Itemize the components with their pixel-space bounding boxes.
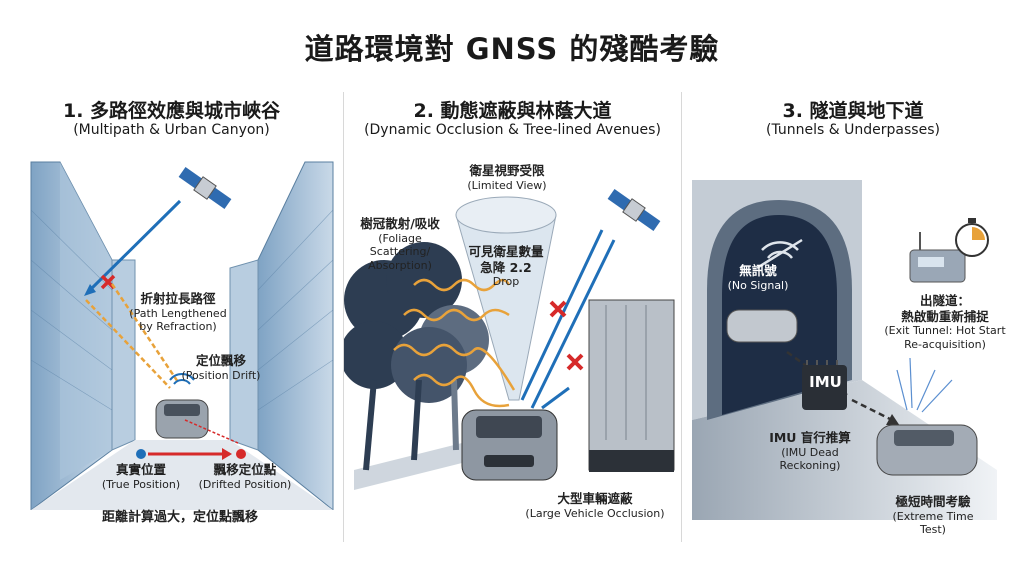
label-zh: 樹冠散射/吸收 <box>360 216 440 231</box>
label-zh: 折射拉長路徑 <box>140 291 216 306</box>
tree-avenue-illustration <box>344 189 675 490</box>
label-zh: 極短時間考驗 <box>895 494 971 509</box>
label-en: (Large Vehicle Occlusion) <box>525 506 665 520</box>
label-zh: 無訊號 <box>739 263 777 278</box>
panel-heading: 3. 隧道與地下道 <box>782 100 924 122</box>
imu-chip-icon <box>802 360 847 410</box>
label-en: (Path Lengthened <box>129 306 227 320</box>
label-en: (IMU Dead Reckoning) <box>779 445 841 473</box>
label-zh: 衛星視野受限 <box>469 163 545 178</box>
label-zh: 出隧道： <box>919 293 970 308</box>
urban-canyon-illustration <box>30 161 334 510</box>
label-extreme-time-test: 極短時間考驗(Extreme Time Test) <box>878 494 988 537</box>
label-drifted-position: 飄移定位點(Drifted Position) <box>195 462 295 491</box>
satellite-icon <box>178 167 232 209</box>
panel-caption: 距離計算過大，定位點飄移 <box>101 510 258 525</box>
label-large-vehicle: 大型車輛遮蔽(Large Vehicle Occlusion) <box>520 491 670 520</box>
car-icon <box>155 399 209 439</box>
car-icon <box>876 424 978 476</box>
label-limited-view: 衛星視野受限(Limited View) <box>452 163 562 192</box>
panel-subheading: (Tunnels & Underpasses) <box>766 122 940 138</box>
label-zh: IMU 盲行推算 <box>769 430 851 445</box>
panel-heading: 1. 多路徑效應與城市峽谷 <box>62 100 281 122</box>
label-true-position: 真實位置(True Position) <box>96 462 186 491</box>
label-imu-dead-reckoning: IMU 盲行推算(IMU Dead Reckoning) <box>750 430 870 473</box>
truck-icon <box>588 299 675 472</box>
view-cone <box>455 214 557 401</box>
label-en: (Drifted Position) <box>198 477 292 491</box>
radio-receiver-icon <box>909 232 966 283</box>
label-en: Re-acquisition) <box>904 338 986 351</box>
tunnel-illustration <box>692 180 997 520</box>
car-icon <box>726 309 798 343</box>
panel-heading: 2. 動態遮蔽與林蔭大道 <box>413 100 612 122</box>
label-foliage: 樹冠散射/吸收(Foliage Scattering/Absorption) <box>350 216 450 273</box>
divider <box>343 92 344 542</box>
label-en: by Refraction) <box>139 320 217 334</box>
no-signal-icon <box>756 238 803 270</box>
imu-chip-label: IMU <box>809 373 842 391</box>
label-position-drift: 定位飄移(Position Drift) <box>176 353 266 382</box>
label-zh: 急降 2.2 <box>480 259 532 275</box>
panel-subheading: (Multipath & Urban Canyon) <box>73 122 270 138</box>
panel-subheading: (Dynamic Occlusion & Tree-lined Avenues) <box>364 122 661 138</box>
satellite-icon <box>607 189 661 231</box>
label-en: (Position Drift) <box>181 368 261 382</box>
label-en: (Extreme Time Test) <box>892 509 974 537</box>
label-en: Drop <box>492 275 520 289</box>
stopwatch-icon <box>955 218 989 257</box>
label-zh: 大型車輛遮蔽 <box>557 491 633 506</box>
label-en: (Foliage Scattering/ <box>369 231 431 259</box>
car-icon <box>461 409 558 481</box>
label-en: (True Position) <box>101 477 181 491</box>
label-zh: 定位飄移 <box>195 353 246 368</box>
label-en: (Limited View) <box>467 178 547 192</box>
label-en: Absorption) <box>368 259 432 273</box>
label-no-signal: 無訊號(No Signal) <box>718 263 798 292</box>
label-zh: 真實位置 <box>115 462 166 477</box>
label-zh: 可見衛星數量 <box>468 244 544 259</box>
label-en: (Exit Tunnel: Hot Start <box>884 324 1006 338</box>
page-title: 道路環境對 GNSS 的殘酷考驗 <box>304 32 720 66</box>
divider <box>681 92 682 542</box>
label-en: (No Signal) <box>727 278 789 292</box>
label-zh: 熱啟動重新捕捉 <box>901 308 989 324</box>
label-zh: 飄移定位點 <box>213 462 277 477</box>
